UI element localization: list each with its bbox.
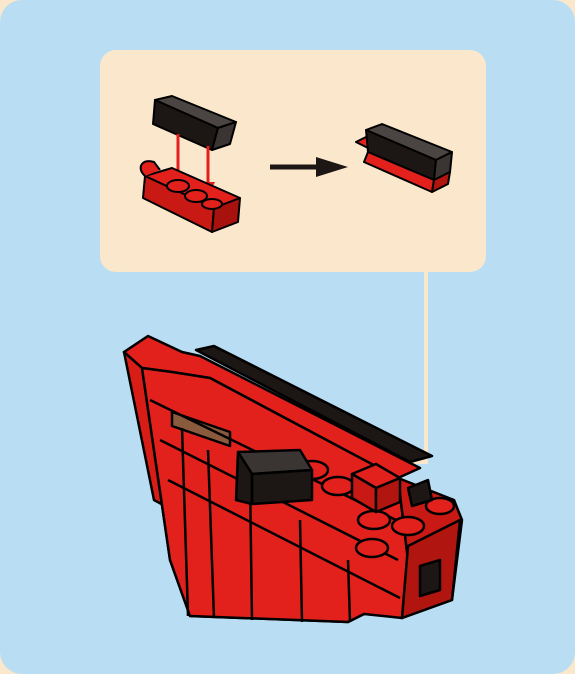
red-plate-with-clip-icon <box>141 161 240 232</box>
black-slope-brick-icon <box>153 96 236 150</box>
assembly-arrow-icon <box>270 157 348 177</box>
train-model-icon <box>124 336 462 622</box>
result-subassembly-icon <box>356 124 452 192</box>
